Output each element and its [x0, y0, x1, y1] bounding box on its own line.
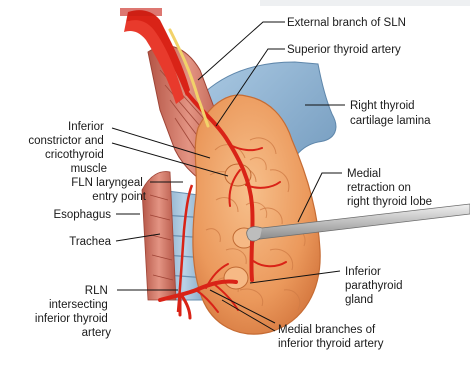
label-trachea: Trachea — [69, 236, 111, 248]
inferior-parathyroid-gland — [224, 267, 248, 289]
label-external-branch-sln: External branch of SLN — [287, 17, 406, 29]
top-edge-strip — [260, 0, 470, 6]
label-esophagus: Esophagus — [53, 209, 111, 221]
label-superior-thyroid-artery: Superior thyroid artery — [287, 44, 401, 56]
